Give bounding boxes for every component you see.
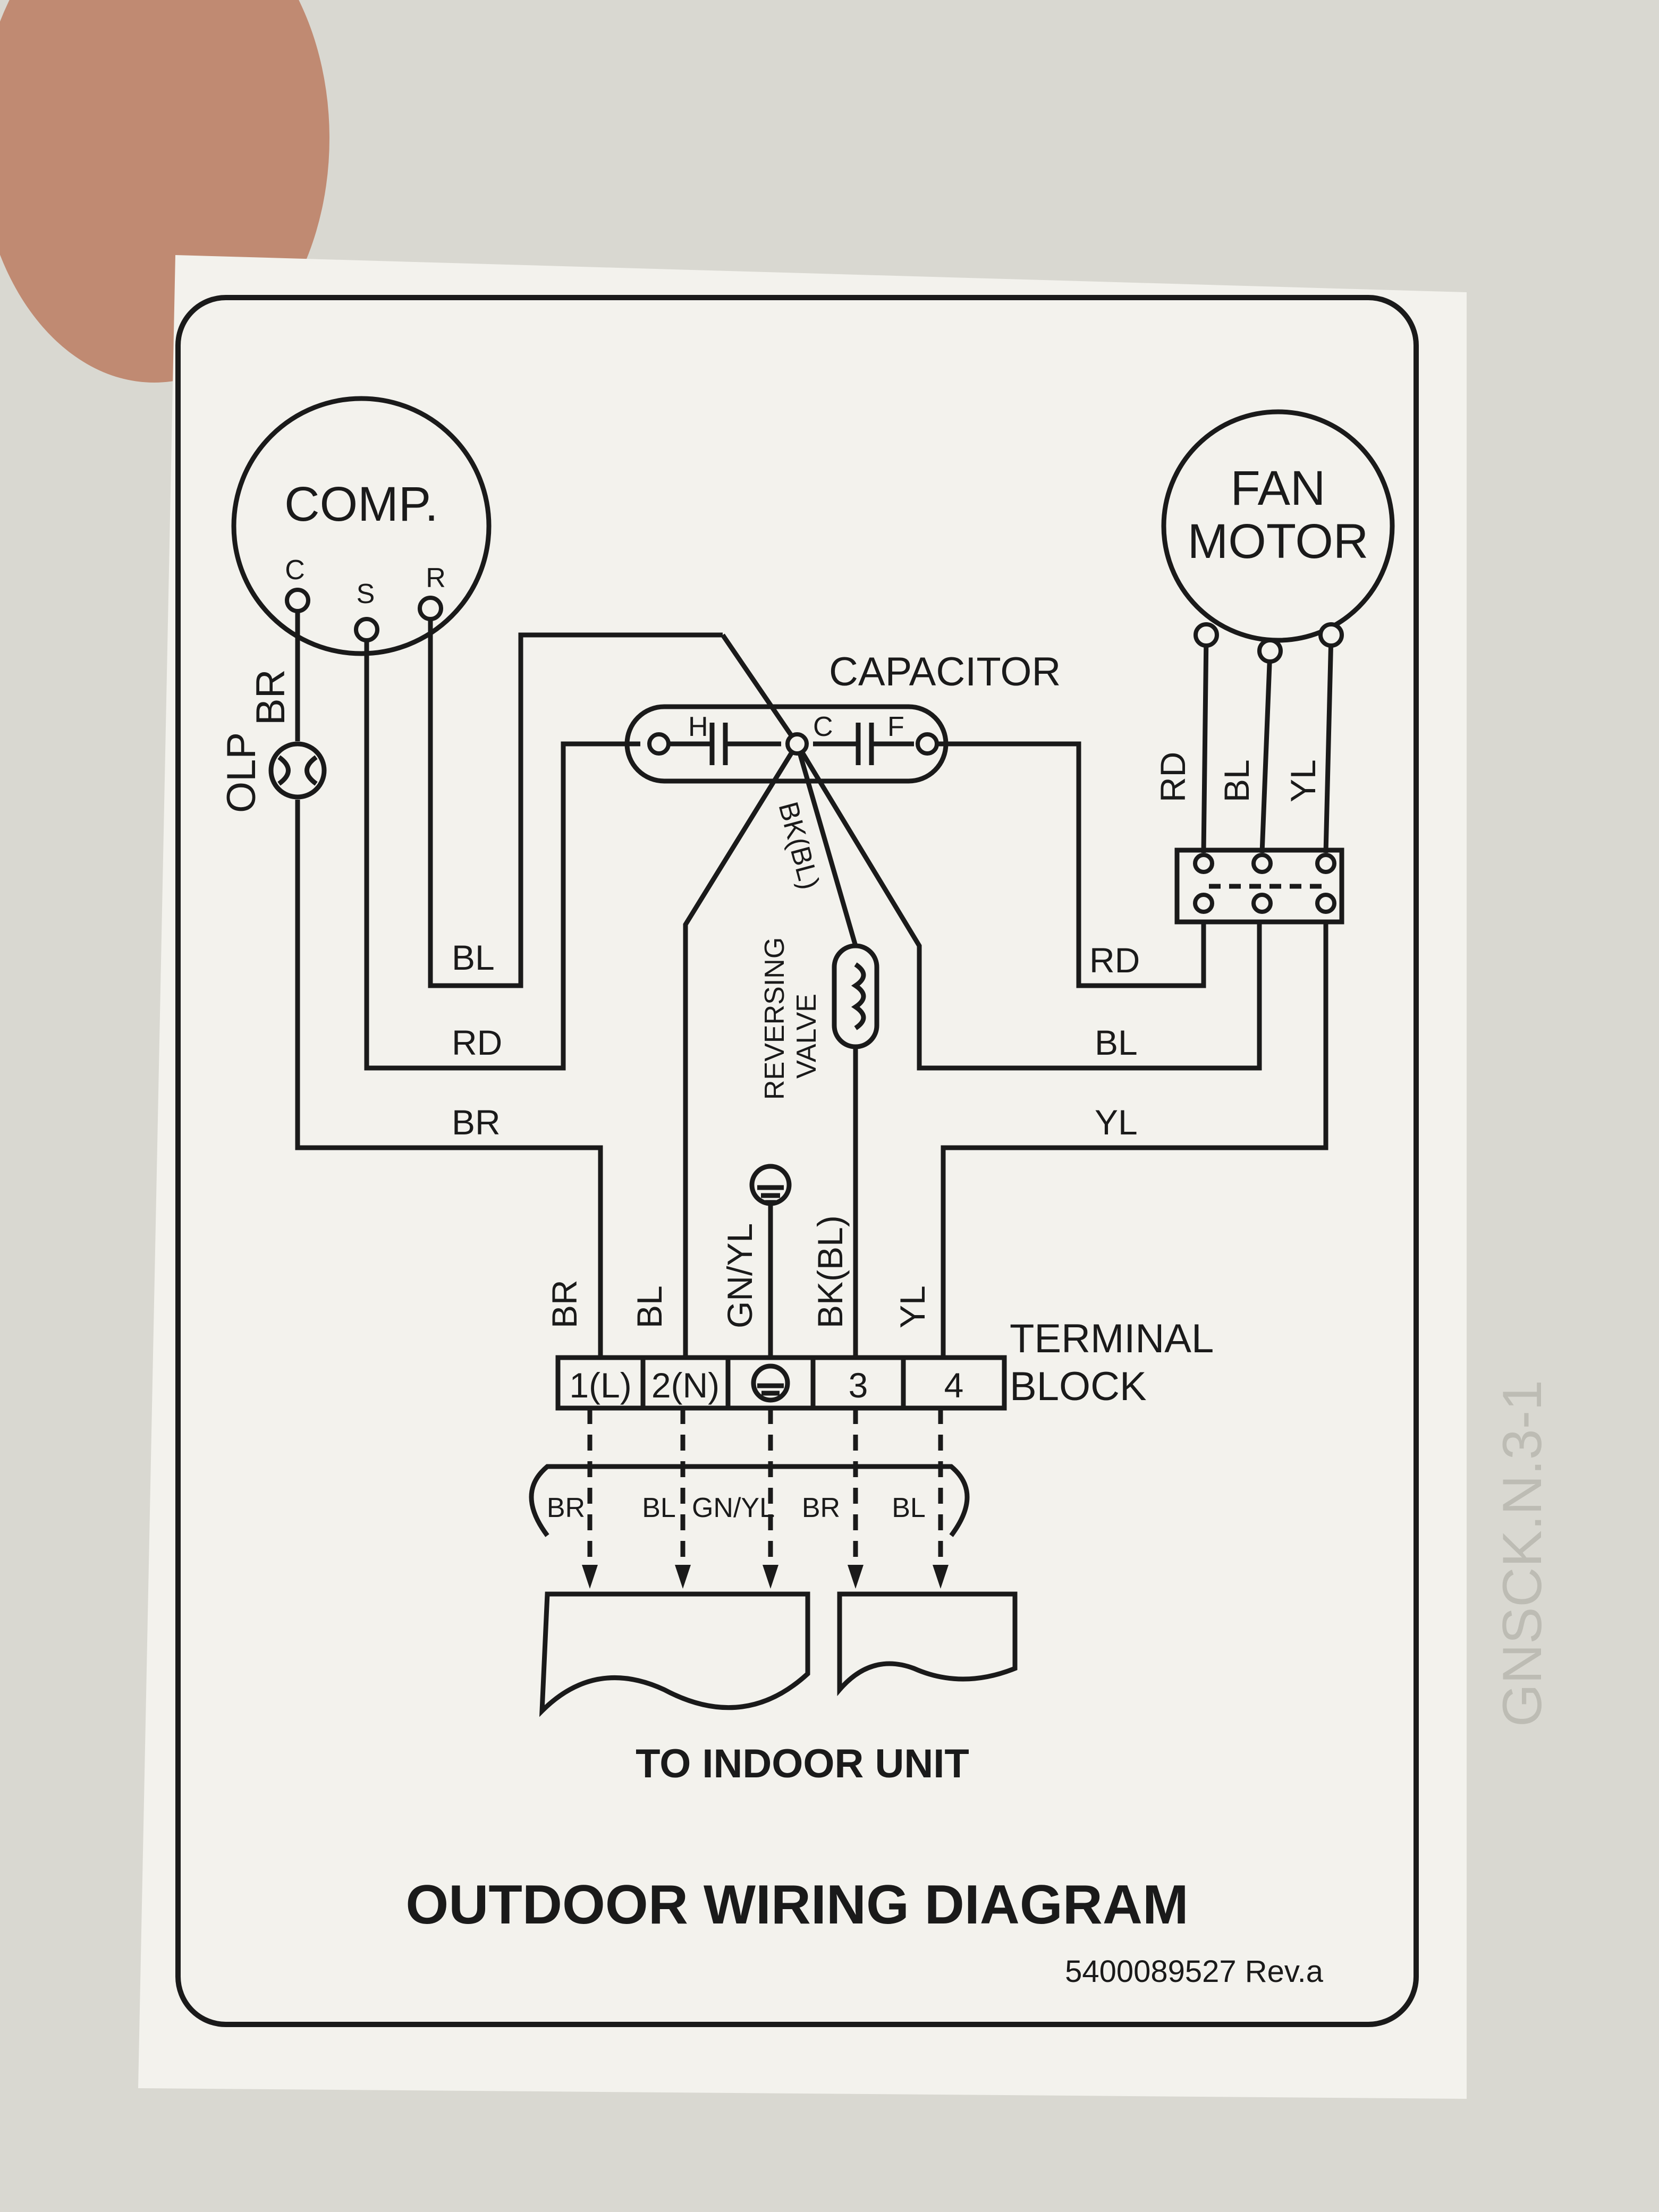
fan-motor-label-2: MOTOR	[1188, 514, 1369, 569]
side-stamp: GNSCK.N.3-1	[1492, 1380, 1553, 1727]
terminal-block-label-2: BLOCK	[1010, 1364, 1147, 1409]
wire-label-fan-rd: RD	[1089, 940, 1140, 980]
comp-terminal-r: R	[426, 563, 446, 594]
tb-top-wire-bl: BL	[630, 1285, 669, 1328]
diagram-title: OUTDOOR WIRING DIAGRAM	[405, 1874, 1188, 1936]
cable-wire-3: GN/YL	[692, 1493, 775, 1523]
cable-sheath	[529, 1464, 970, 1537]
comp-terminal-c: C	[285, 555, 305, 586]
wire-label-comp-c: BR	[452, 1103, 501, 1142]
wiring-lines	[231, 396, 1395, 1717]
part-number: 5400089527 Rev.a	[1065, 1954, 1324, 1989]
terminal-block-label-1: TERMINAL	[1010, 1316, 1214, 1361]
cap-terminal-f: F	[887, 711, 904, 742]
arrow-heads	[582, 1565, 949, 1589]
reversing-valve-label-2: VALVE	[791, 994, 822, 1079]
cable-wire-4: BR	[802, 1493, 840, 1523]
terminal-block	[555, 1355, 1007, 1411]
cable-wire-5: BL	[892, 1493, 926, 1523]
fan-motor-label-1: FAN	[1231, 461, 1326, 515]
indoor-box-right	[837, 1591, 1018, 1697]
fan-connector	[1174, 847, 1344, 925]
cap-terminal-h: H	[688, 711, 708, 742]
cable-dashed-lines	[587, 1408, 943, 1567]
comp-terminal-s: S	[357, 579, 375, 609]
compressor-label: COMP.	[284, 477, 438, 531]
cable-wire-2: BL	[642, 1493, 676, 1523]
terminal-dots	[285, 588, 1344, 914]
indoor-box-left	[539, 1591, 810, 1717]
tb-top-wire-bkbl: BK(BL)	[810, 1215, 850, 1328]
tb-top-wire-gnyl: GN/YL	[720, 1223, 759, 1328]
olp-wire-label: BR	[248, 669, 293, 725]
wire-label-fan-yl: YL	[1095, 1103, 1138, 1142]
fan-wire-yl: YL	[1283, 759, 1323, 802]
wire-label-comp-s: RD	[452, 1023, 502, 1062]
paper-label	[138, 255, 1467, 2099]
tb-top-wire-br: BR	[545, 1279, 584, 1328]
capacitor-body	[624, 704, 949, 784]
fan-wire-bl: BL	[1217, 759, 1256, 802]
tb-top-wire-yl: YL	[893, 1285, 932, 1328]
indoor-unit-label: TO INDOOR UNIT	[636, 1741, 969, 1786]
terminal-4: 4	[944, 1366, 964, 1405]
fan-wire-rd: RD	[1153, 752, 1192, 802]
capacitor-label: CAPACITOR	[829, 649, 1061, 694]
olp-label: OLP	[219, 732, 264, 813]
diagram-border	[175, 295, 1419, 2027]
reversing-valve-label-1: REVERSING	[759, 937, 790, 1100]
wire-label-fan-bl: BL	[1095, 1023, 1138, 1062]
cable-wire-1: BR	[547, 1493, 585, 1523]
wire-label-comp-r: BL	[452, 938, 495, 977]
terminal-2: 2(N)	[651, 1366, 720, 1405]
cap-terminal-c: C	[813, 711, 833, 742]
reversing-valve-coil	[832, 943, 879, 1049]
compressor-circle	[231, 396, 492, 656]
olp-symbol	[268, 741, 327, 800]
terminal-3: 3	[849, 1366, 868, 1405]
terminal-1: 1(L)	[569, 1366, 631, 1405]
fan-motor-circle	[1161, 409, 1395, 643]
